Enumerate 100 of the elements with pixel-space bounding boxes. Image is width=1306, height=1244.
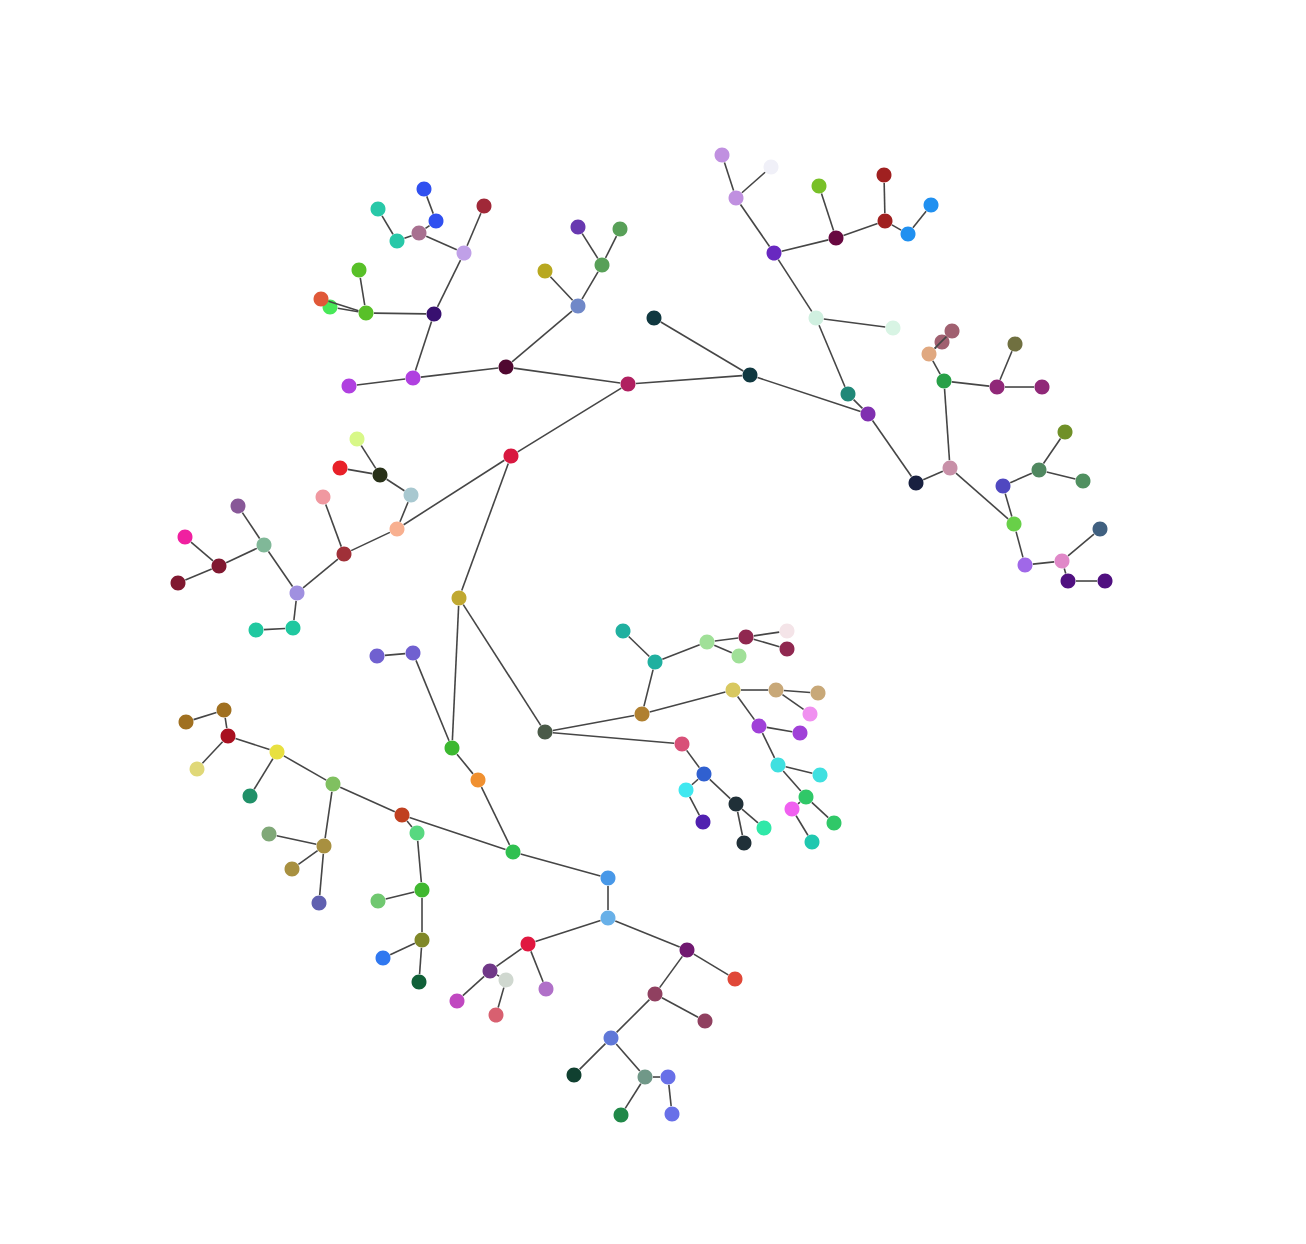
branch-line [797,801,801,805]
branch-line [418,947,423,975]
branch-line [1004,386,1035,388]
branch-line [955,472,1009,520]
branch-line [1032,561,1055,565]
tree-node [679,942,695,958]
branch-line [581,271,599,300]
tree-node [389,521,405,537]
branch-line [201,740,224,765]
branch-line [293,600,297,621]
branch-line [661,644,701,660]
branch-line [766,726,793,733]
branch-line [385,478,406,492]
branch-line [615,1043,641,1072]
branch-line [318,853,325,896]
tree-node [289,585,305,601]
tree-node [942,460,958,476]
branch-line [668,1084,672,1107]
tree-node [699,634,715,650]
branch-line [624,1082,642,1110]
tree-node [230,498,246,514]
branch-line [402,459,506,526]
tree-node [908,475,924,491]
branch-line [660,321,744,372]
branch-line [192,711,218,721]
branch-line [912,210,927,229]
tree-node [860,406,876,422]
tree-node [594,257,610,273]
branch-line [635,374,743,385]
tree-node [414,882,430,898]
tree-node [742,367,758,383]
branch-line [302,558,339,589]
tree-node [792,725,808,741]
tree-node [877,213,893,229]
tree-node [1006,516,1022,532]
tree-node [372,467,388,483]
tree-node [409,825,425,841]
branch-line [495,947,523,968]
branch-line [756,376,862,413]
branch-line [466,212,482,247]
tree-node [216,702,232,718]
branch-line [658,955,684,989]
tree-node [736,835,752,851]
tree-node [403,487,419,503]
tree-node [826,815,842,831]
tree-node [615,623,631,639]
tree-node [1017,557,1033,573]
tree-node [488,1007,504,1023]
tree-node [315,489,331,505]
tree-node [612,221,628,237]
tree-node [770,757,786,773]
branch-line [688,796,701,816]
tree-node [476,198,492,214]
branch-line [552,714,636,732]
tree-node [646,310,662,326]
branch-line [420,367,499,378]
tree-node [714,147,730,163]
branch-line [652,1076,661,1078]
branch-line [460,462,510,592]
tree-node [1097,573,1113,589]
tree-node [570,219,586,235]
tree-node [351,262,367,278]
branch-line [581,232,599,260]
tree-node [647,986,663,1002]
tree-node [944,323,960,339]
tree-node [248,622,264,638]
tree-node [178,714,194,730]
branch-line [519,853,602,877]
tree-node [600,910,616,926]
branch-line [399,501,409,523]
tree-node [316,838,332,854]
branch-line [648,691,727,713]
tree-node [751,718,767,734]
tree-node [325,776,341,792]
tree-node [804,834,820,850]
tree-node [603,1030,619,1046]
branch-line [415,659,450,742]
branch-line [777,258,813,313]
tree-node [828,230,844,246]
tree-node [664,1106,680,1122]
branch-line [604,235,618,259]
branch-line [530,950,544,983]
tree-node [808,310,824,326]
branch-line [234,737,271,751]
branch-line [436,259,462,308]
tree-node [660,1069,676,1085]
branch-line [614,920,681,948]
branch-line [891,224,902,231]
tree-node [284,861,300,877]
tree-node [678,782,694,798]
branch-line [932,360,941,375]
tree-node [613,1107,629,1123]
branch-line [852,398,864,410]
tree-node [332,460,348,476]
tree-node [405,370,421,386]
branch-line [224,717,228,729]
branch-line [275,834,318,846]
tree-node [505,844,521,860]
tree-node [411,225,427,241]
branch-line [1063,567,1067,575]
